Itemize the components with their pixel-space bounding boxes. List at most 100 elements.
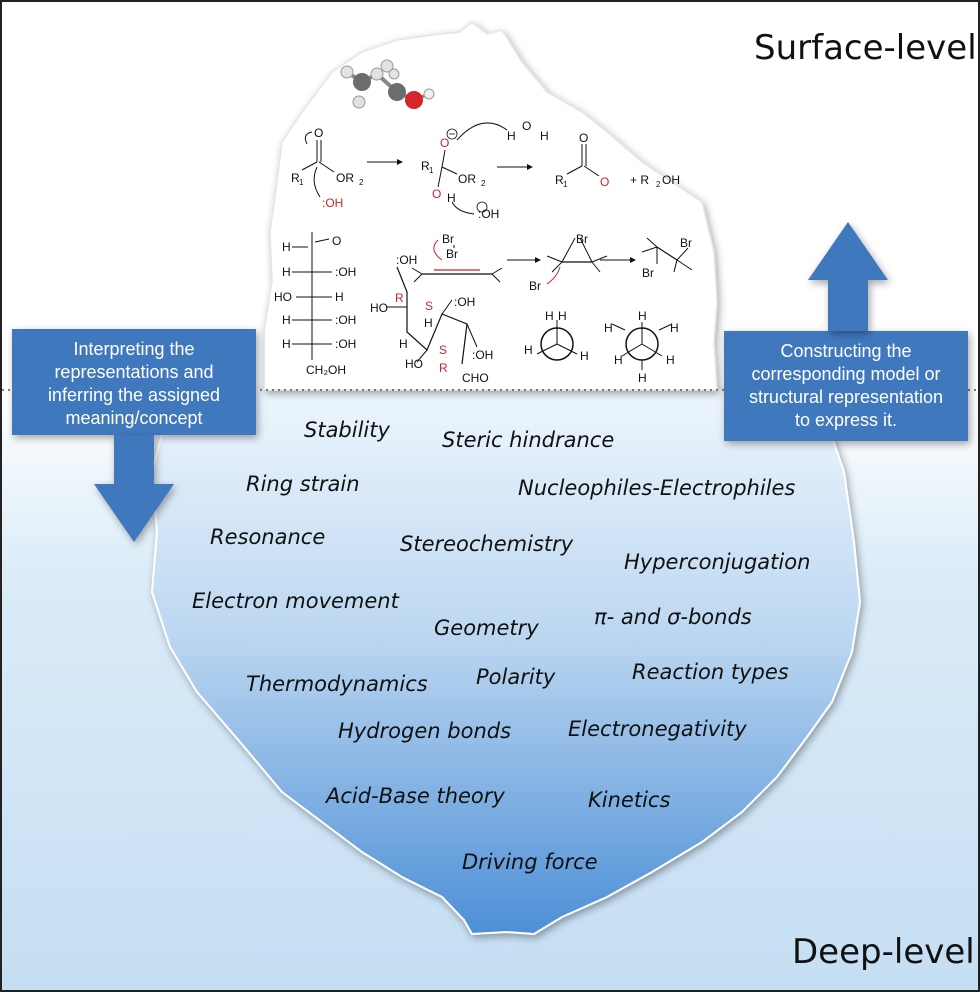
svg-text::OH: :OH [478, 207, 499, 221]
ester-hydrolysis: R 1 O OR 2 :OH R 1 O OR 2 O H :OH [291, 119, 680, 221]
svg-text:R: R [395, 291, 404, 305]
svg-text:H: H [335, 290, 344, 304]
svg-text:O: O [332, 234, 341, 248]
left-box-line: representations and [54, 362, 214, 382]
svg-text:O: O [432, 187, 441, 201]
svg-text:H: H [558, 309, 567, 323]
right-box-line: to express it. [794, 410, 898, 430]
right-box-line: structural representation [748, 387, 944, 407]
left-arrow-group [12, 329, 256, 542]
concept-kinetics: Kinetics [588, 788, 671, 812]
svg-text:CH₂OH: CH₂OH [306, 363, 346, 377]
svg-text:1: 1 [563, 180, 568, 189]
svg-text:H: H [670, 321, 679, 335]
concept-ring-strain: Ring strain [246, 472, 360, 496]
concept-polarity: Polarity [476, 665, 556, 689]
svg-text:R: R [291, 171, 300, 185]
svg-text::OH: :OH [396, 253, 417, 267]
svg-text:H: H [507, 129, 516, 143]
right-box-text: Constructing the corresponding model or … [728, 340, 964, 432]
right-box-line: corresponding model or [751, 364, 941, 384]
svg-text:O: O [600, 175, 609, 189]
svg-text::OH: :OH [322, 196, 343, 210]
concept-driving-force: Driving force [462, 850, 598, 874]
surface-level-label: Surface-level [754, 28, 977, 68]
svg-text:HO: HO [370, 301, 388, 315]
svg-text:H: H [580, 349, 589, 363]
svg-text:O: O [579, 131, 588, 145]
left-box-line: inferring the assigned [47, 385, 221, 405]
svg-text:H: H [282, 265, 291, 279]
svg-text:HO: HO [274, 290, 292, 304]
svg-text:R: R [439, 361, 448, 375]
ball-stick-model [340, 59, 435, 109]
svg-text:Br: Br [529, 279, 541, 293]
newman-projections: H H H H H H H H H H [524, 309, 679, 385]
concept-acid-base-theory: Acid-Base theory [326, 784, 505, 808]
svg-text:1: 1 [299, 178, 304, 187]
svg-text:CHO: CHO [462, 371, 489, 385]
svg-text:Br: Br [442, 232, 454, 246]
svg-text:R: R [555, 173, 564, 187]
svg-text:OH: OH [662, 173, 680, 187]
concept-nucleophiles-electrophiles: Nucleophiles-Electrophiles [518, 476, 796, 500]
right-box-line: Constructing the [780, 341, 912, 361]
svg-text::OH: :OH [472, 348, 493, 362]
svg-text:Br: Br [446, 247, 458, 261]
svg-text::OH: :OH [335, 313, 356, 327]
svg-text:H: H [424, 316, 433, 330]
svg-text:H: H [604, 321, 613, 335]
svg-text:1: 1 [429, 166, 434, 175]
svg-text:2: 2 [481, 179, 486, 188]
bromine-addition: Br Br Br Br [411, 232, 693, 293]
left-box [12, 329, 256, 435]
svg-text:H: H [399, 337, 408, 351]
svg-text:H: H [638, 371, 647, 385]
concept-steric-hindrance: Steric hindrance [442, 428, 615, 452]
svg-text:R: R [421, 159, 430, 173]
concept-pi-sigma-bonds: π- and σ-bonds [594, 605, 752, 629]
svg-text:S: S [425, 299, 433, 313]
fischer-projection: H O H :OH HO H H :OH H :OH CH₂OH [274, 232, 356, 377]
svg-text:O: O [440, 136, 449, 150]
svg-text:H: H [282, 337, 291, 351]
zigzag-structure: HO R :OH S H H HO S :OH R CHO :OH [370, 253, 493, 385]
svg-text:H: H [614, 353, 623, 367]
iceberg-underwater [150, 389, 862, 936]
concept-electron-movement: Electron movement [192, 589, 399, 613]
concept-thermodynamics: Thermodynamics [246, 672, 428, 696]
svg-text:H: H [524, 343, 533, 357]
concept-reaction-types: Reaction types [632, 660, 789, 684]
svg-text:S: S [439, 343, 447, 357]
svg-text:2: 2 [359, 178, 364, 187]
concept-resonance: Resonance [210, 525, 326, 549]
svg-text:2: 2 [656, 180, 661, 189]
svg-text:H: H [540, 129, 549, 143]
svg-text:H: H [545, 309, 554, 323]
svg-text:Br: Br [642, 266, 654, 280]
left-box-text: Interpreting the representations and inf… [16, 338, 252, 430]
down-arrow [94, 435, 174, 542]
svg-text::OH: :OH [335, 337, 356, 351]
right-box [724, 331, 968, 441]
svg-text:+ R: + R [630, 173, 649, 187]
concept-geometry: Geometry [434, 616, 539, 640]
svg-text:Br: Br [680, 236, 692, 250]
left-box-line: meaning/concept [65, 408, 203, 428]
svg-text:O: O [314, 126, 323, 140]
left-box-line: Interpreting the [73, 339, 195, 359]
iceberg-surface [263, 21, 718, 391]
svg-text::OH: :OH [454, 295, 475, 309]
svg-text:H: H [282, 240, 291, 254]
up-arrow [808, 222, 888, 331]
svg-text:H: H [638, 309, 647, 323]
concept-stereochemistry: Stereochemistry [400, 532, 574, 556]
svg-text::OH: :OH [335, 265, 356, 279]
svg-text:O: O [522, 119, 531, 133]
concept-electronegativity: Electronegativity [568, 717, 747, 741]
svg-text:H: H [666, 353, 675, 367]
deep-level-label: Deep-level [792, 932, 975, 972]
svg-text:OR: OR [336, 171, 354, 185]
